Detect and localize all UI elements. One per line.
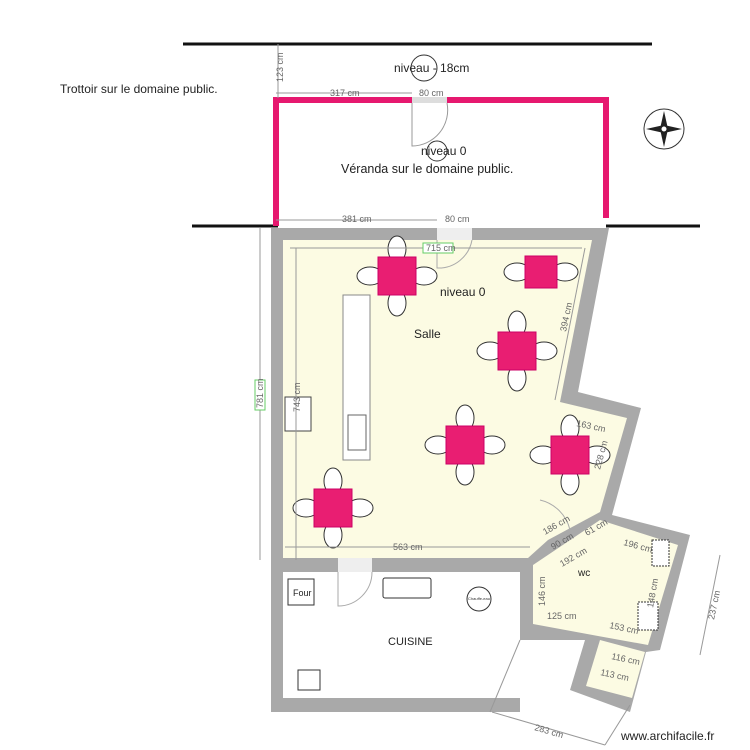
dim-146: 146 cm — [537, 576, 547, 606]
dim-123: 123 cm — [275, 52, 285, 82]
chauffe-eau-label: Chauffe-eau — [468, 596, 490, 601]
washbasin-icon — [637, 601, 659, 631]
door-icon — [539, 499, 571, 531]
door-opening-salle — [437, 228, 472, 240]
sink-icon — [347, 414, 367, 451]
dim-283: 283 cm — [533, 722, 564, 740]
chauffe-eau-icon — [466, 586, 492, 612]
veranda-label: Véranda sur le domaine public. — [341, 162, 513, 176]
table — [550, 435, 590, 475]
niveau-0-veranda-label: niveau 0 — [421, 144, 467, 158]
door-icon — [337, 571, 373, 607]
level-marker-icon — [410, 54, 438, 82]
compass-rose-icon — [643, 108, 685, 150]
door-opening-cuisine — [338, 558, 372, 572]
table — [524, 255, 558, 289]
watermark: www.archifacile.fr — [620, 729, 714, 743]
niveau-0-salle-label: niveau 0 — [440, 285, 486, 299]
wc-label: wc — [577, 568, 590, 579]
room-small — [586, 640, 645, 698]
dim-381: 381 cm — [342, 214, 372, 224]
table — [377, 256, 417, 296]
table — [445, 425, 485, 465]
dim-125: 125 cm — [547, 611, 577, 621]
level-marker-icon — [426, 140, 448, 162]
niveau-minus-label: niveau - 18cm — [394, 61, 469, 75]
table — [497, 331, 537, 371]
door-icon — [436, 239, 473, 269]
room-cuisine — [283, 572, 520, 698]
four-box — [287, 578, 315, 606]
stove-icon — [284, 396, 312, 432]
toilet-icon — [651, 539, 670, 567]
four-label: Four — [293, 588, 312, 598]
dim-715: 715 cm — [426, 243, 456, 253]
dim-80-salle: 80 cm — [445, 214, 470, 224]
radiator-icon — [297, 669, 321, 691]
veranda-door-opening — [412, 97, 447, 103]
door-icon — [411, 102, 449, 147]
cuisine-label: CUISINE — [388, 636, 433, 648]
dim-317: 317 cm — [330, 88, 360, 98]
dim-80-top: 80 cm — [419, 88, 444, 98]
sink-icon — [382, 577, 432, 599]
dim-781: 781 cm — [255, 378, 265, 408]
dim-563: 563 cm — [393, 542, 423, 552]
table — [313, 488, 353, 528]
trottoir-label: Trottoir sur le domaine public. — [60, 82, 218, 96]
dim-743: 743 cm — [292, 382, 302, 412]
dim-237: 237 cm — [706, 589, 722, 620]
salle-label: Salle — [414, 327, 441, 341]
